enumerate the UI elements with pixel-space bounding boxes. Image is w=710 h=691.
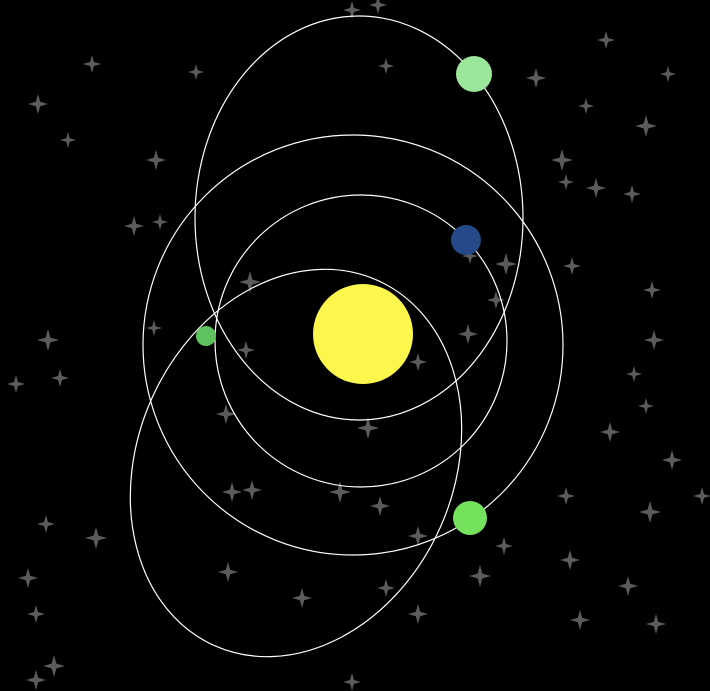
- four-point-star-icon: [578, 98, 594, 114]
- four-point-star-icon: [343, 1, 361, 19]
- four-point-star-icon: [146, 320, 162, 336]
- four-point-star-icon: [152, 214, 168, 230]
- four-point-star-icon: [242, 480, 262, 500]
- four-point-star-icon: [643, 281, 661, 299]
- planet-blue: [451, 225, 481, 255]
- four-point-star-icon: [618, 576, 638, 596]
- four-point-star-icon: [37, 515, 55, 533]
- four-point-star-icon: [551, 149, 573, 171]
- four-point-star-icon: [623, 185, 641, 203]
- four-point-star-icon: [462, 248, 478, 264]
- four-point-star-icon: [693, 487, 710, 505]
- four-point-star-icon: [37, 329, 59, 351]
- four-point-star-icon: [378, 58, 394, 74]
- four-point-star-icon: [495, 253, 517, 275]
- four-point-star-icon: [495, 537, 513, 555]
- four-point-star-icon: [60, 132, 76, 148]
- four-point-star-icon: [51, 369, 69, 387]
- four-point-star-icon: [85, 527, 107, 549]
- four-point-star-icon: [218, 562, 238, 582]
- four-point-star-icon: [370, 496, 390, 516]
- four-point-star-icon: [660, 66, 676, 82]
- four-point-star-icon: [638, 398, 654, 414]
- four-point-star-icon: [83, 55, 101, 73]
- four-point-star-icon: [369, 0, 387, 14]
- four-point-star-icon: [597, 31, 615, 49]
- four-point-star-icon: [557, 487, 575, 505]
- star-field: [7, 0, 710, 691]
- four-point-star-icon: [343, 673, 361, 691]
- orbit-upper: [194, 15, 524, 421]
- four-point-star-icon: [377, 579, 395, 597]
- four-point-star-icon: [222, 482, 242, 502]
- four-point-star-icon: [43, 655, 65, 677]
- four-point-star-icon: [408, 526, 428, 546]
- four-point-star-icon: [626, 366, 642, 382]
- four-point-star-icon: [600, 422, 620, 442]
- orbit-outer: [142, 134, 564, 556]
- planet-small-green: [196, 326, 216, 346]
- four-point-star-icon: [292, 588, 312, 608]
- four-point-star-icon: [409, 353, 427, 371]
- four-point-star-icon: [188, 64, 204, 80]
- four-point-star-icon: [124, 216, 144, 236]
- four-point-star-icon: [639, 501, 661, 523]
- four-point-star-icon: [563, 257, 581, 275]
- four-point-star-icon: [216, 404, 236, 424]
- four-point-star-icon: [7, 375, 25, 393]
- four-point-star-icon: [28, 94, 48, 114]
- planet-group: [196, 56, 492, 535]
- four-point-star-icon: [237, 341, 255, 359]
- four-point-star-icon: [146, 150, 166, 170]
- planet-light-green: [456, 56, 492, 92]
- four-point-star-icon: [408, 604, 428, 624]
- four-point-star-icon: [26, 670, 46, 690]
- four-point-star-icon: [586, 178, 606, 198]
- orbit-group: [129, 15, 564, 658]
- orbit-lower-tilted: [129, 268, 463, 658]
- four-point-star-icon: [644, 330, 664, 350]
- four-point-star-icon: [526, 68, 546, 88]
- four-point-star-icon: [487, 291, 505, 309]
- four-point-star-icon: [469, 565, 491, 587]
- four-point-star-icon: [357, 417, 379, 439]
- four-point-star-icon: [635, 115, 657, 137]
- four-point-star-icon: [646, 614, 666, 634]
- four-point-star-icon: [558, 174, 574, 190]
- four-point-star-icon: [560, 550, 580, 570]
- four-point-star-icon: [662, 450, 682, 470]
- planet-green: [453, 501, 487, 535]
- orbit-inner: [214, 194, 508, 488]
- four-point-star-icon: [27, 605, 45, 623]
- four-point-star-icon: [239, 271, 261, 293]
- four-point-star-icon: [18, 568, 38, 588]
- sun: [313, 284, 413, 384]
- four-point-star-icon: [329, 481, 351, 503]
- four-point-star-icon: [570, 610, 590, 630]
- four-point-star-icon: [458, 324, 478, 344]
